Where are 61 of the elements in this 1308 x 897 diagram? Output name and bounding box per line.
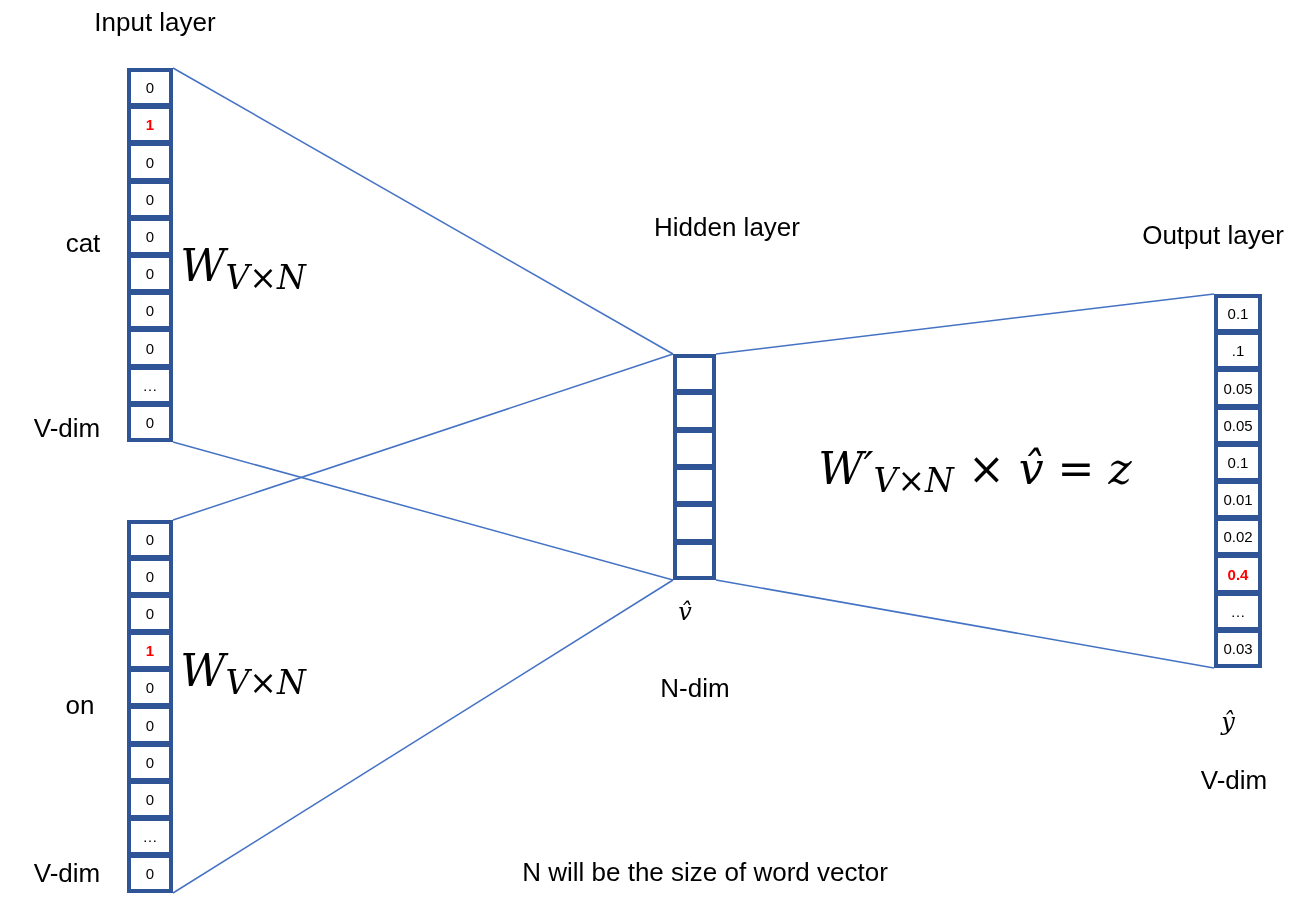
vector-cell: 1	[128, 632, 172, 670]
vector-cell: 0	[128, 854, 172, 892]
vector-cell: 0	[128, 143, 172, 181]
vector-cell: 0	[128, 743, 172, 781]
empty-cell	[674, 467, 715, 505]
math-symbol: ŷ	[1221, 707, 1235, 737]
vector-cell: 0.03	[1215, 629, 1261, 668]
vector-cell: 0	[128, 780, 172, 818]
text-label: Input layer	[94, 5, 216, 39]
vector-cell: …	[128, 817, 172, 855]
vector-cell: .1	[1215, 332, 1261, 370]
empty-cell	[674, 504, 715, 542]
vector-cell: 0.4	[1215, 555, 1261, 593]
vector-cell: 0.01	[1215, 481, 1261, 519]
vector-cell: 0	[128, 595, 172, 633]
vector-cell: 0	[128, 255, 172, 293]
connector-line	[715, 293, 1215, 355]
empty-cell	[674, 541, 715, 579]
connector-line	[172, 67, 674, 355]
text-label: on	[65, 688, 95, 722]
text-label: N-dim	[660, 671, 730, 705]
text-label: V-dim	[33, 856, 101, 890]
vector-cell: 0	[128, 217, 172, 255]
math-formula: W′$_{V×N}$ × v̂ = z	[818, 441, 1132, 496]
connector-line	[172, 441, 674, 581]
vector-cell: 0.1	[1215, 443, 1261, 481]
text-label: Output layer	[1142, 218, 1284, 252]
vector-column	[673, 354, 716, 580]
vector-column	[127, 520, 173, 893]
vector-cell: …	[1215, 592, 1261, 630]
vector-cell: 0	[128, 292, 172, 330]
vector-cell: 0	[128, 69, 172, 107]
vector-cell: 0.1	[1215, 295, 1261, 333]
connector-line	[715, 579, 1215, 669]
vector-cell: 0.05	[1215, 369, 1261, 407]
text-label: V-dim	[33, 411, 101, 445]
vector-cell: 0	[128, 706, 172, 744]
vector-cell: 0	[128, 558, 172, 596]
empty-cell	[674, 429, 715, 467]
vector-cell: 0	[128, 329, 172, 367]
math-formula: W$_{V×N}$	[180, 238, 306, 293]
empty-cell	[674, 392, 715, 430]
text-label: N will be the size of word vector	[522, 855, 888, 889]
connector-line	[172, 353, 674, 521]
math-symbol: v̂	[678, 597, 692, 627]
vector-cell: 0	[128, 521, 172, 559]
connector-line	[172, 579, 674, 894]
text-label: V-dim	[1200, 763, 1268, 797]
math-formula: W$_{V×N}$	[180, 643, 306, 698]
text-label: cat	[65, 226, 101, 260]
vector-column	[127, 68, 173, 442]
empty-cell	[674, 355, 715, 393]
vector-cell: 0	[128, 180, 172, 218]
vector-cell: …	[128, 366, 172, 404]
vector-cell: 0	[128, 403, 172, 442]
vector-cell: 0.05	[1215, 406, 1261, 444]
vector-cell: 1	[128, 106, 172, 144]
vector-column	[1214, 294, 1262, 668]
text-label: Hidden layer	[654, 210, 800, 244]
vector-cell: 0.02	[1215, 518, 1261, 556]
vector-cell: 0	[128, 669, 172, 707]
